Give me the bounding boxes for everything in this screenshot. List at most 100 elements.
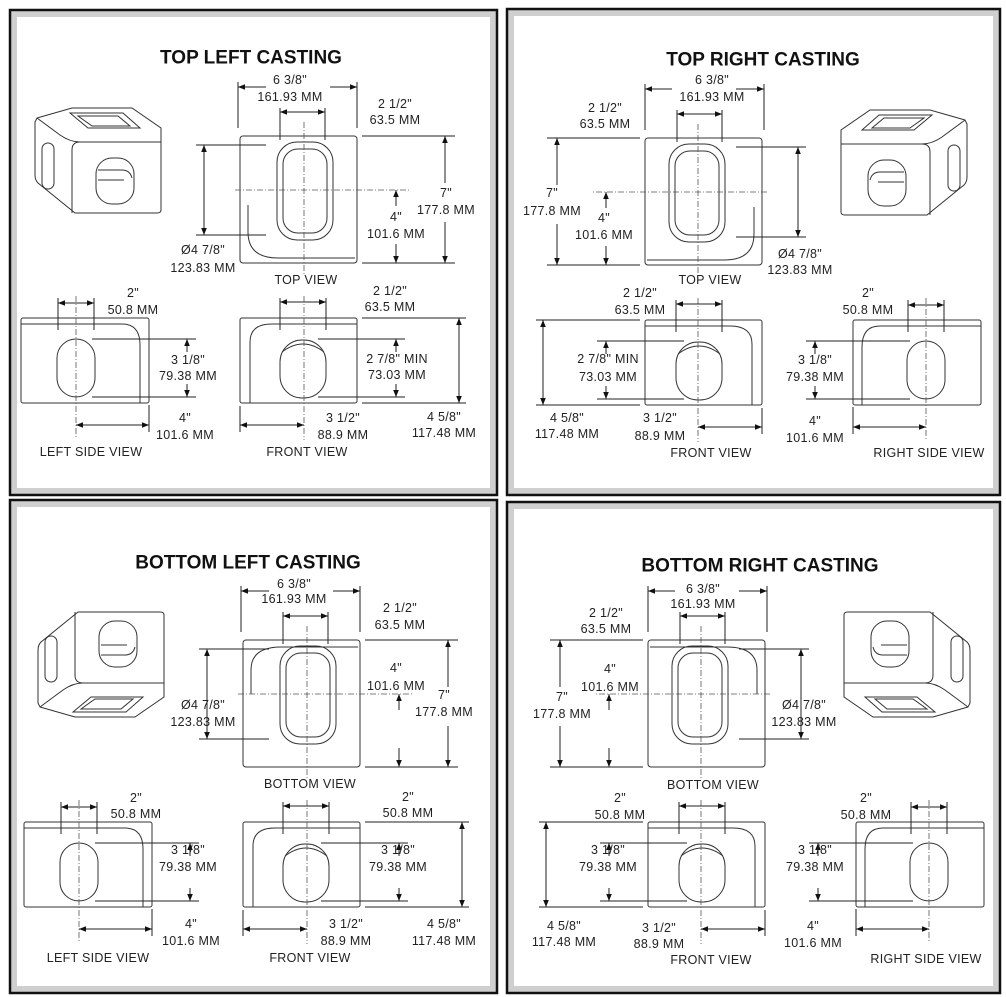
dimension-inch: 3 1/8" [171, 843, 205, 857]
casting-title: BOTTOM RIGHT CASTING [641, 556, 878, 577]
dimension-inch: Ø4 7/8" [782, 698, 826, 712]
main-view-fillet [650, 646, 758, 694]
dimension-inch: 3 1/2" [326, 411, 360, 425]
front-slot [282, 843, 330, 903]
dimension-mm: 63.5 MM [580, 117, 631, 131]
front-view-label: FRONT VIEW [269, 951, 350, 965]
main-view-fillet [647, 207, 755, 261]
casting-edges [36, 117, 161, 213]
dimension-mm: 79.38 MM [369, 860, 427, 874]
dimension-inch: 2" [130, 791, 142, 805]
front-aperture [870, 620, 910, 668]
dimension-mm: 161.93 MM [261, 592, 326, 606]
panel-frame [8, 498, 499, 995]
front-slot-lip [680, 847, 724, 857]
main-view-outline [644, 137, 763, 266]
dimension-inch: 2" [614, 791, 626, 805]
dimension-mm: 101.6 MM [581, 680, 639, 694]
dimension-mm: 50.8 MM [595, 808, 646, 822]
dimension-inch: 3 1/8" [798, 353, 832, 367]
dimension-inch: 4 5/8" [427, 917, 461, 931]
dimension-mm: 123.83 MM [170, 261, 235, 275]
dimension-mm: 177.8 MM [533, 707, 591, 721]
casting-title: BOTTOM LEFT CASTING [135, 553, 361, 574]
main-view-label: TOP VIEW [274, 273, 337, 287]
main-view-label: TOP VIEW [678, 273, 741, 287]
isometric-casting [843, 611, 971, 718]
front-view-outline [644, 319, 763, 406]
dimension-mm: 50.8 MM [108, 303, 159, 317]
dimension-mm: 79.38 MM [579, 860, 637, 874]
dimension-mm: 63.5 MM [365, 300, 416, 314]
front-view-fillet [252, 827, 360, 907]
dimension-inch: 3 1/2" [642, 921, 676, 935]
dimension-mm: 73.03 MM [579, 370, 637, 384]
dimension-inch: 4" [179, 411, 191, 425]
panel-frame [505, 500, 1002, 995]
dimension-mm: 79.38 MM [159, 860, 217, 874]
extension-lines [739, 648, 809, 740]
dimension-inch: 4" [185, 917, 197, 931]
top-aperture [863, 696, 937, 713]
panel-border [508, 10, 999, 494]
dimension-mm: 117.48 MM [532, 935, 596, 949]
front-view-fillet [645, 325, 753, 405]
dimension-mm: 101.6 MM [786, 431, 844, 445]
front-view-label: FRONT VIEW [670, 953, 751, 967]
casting-body [840, 109, 968, 216]
casting-views-0 [20, 82, 466, 440]
side-aperture [947, 144, 961, 192]
dimension-mm: 123.83 MM [767, 263, 832, 277]
front-slot [279, 339, 327, 399]
dimension-inch: 6 3/8" [273, 73, 307, 87]
casting-views-3 [539, 586, 985, 944]
casting-title: TOP RIGHT CASTING [666, 50, 860, 71]
dimension-mm: 63.5 MM [370, 113, 421, 127]
extension-lines [362, 135, 455, 264]
dimension-mm: 88.9 MM [318, 428, 369, 442]
twistlock-slot-inner [282, 148, 328, 234]
dimension-inch: 7" [546, 186, 558, 200]
dimension-inch: 7" [556, 690, 568, 704]
dimension-inch: 2" [860, 791, 872, 805]
side-view-fillet [24, 827, 144, 907]
extension-lines [809, 842, 913, 902]
dimension-mm: 63.5 MM [581, 622, 632, 636]
dimension-inch: 4" [390, 661, 402, 675]
dimension-inch: 3 1/8" [591, 843, 625, 857]
extension-lines [597, 340, 684, 400]
dimension-mm: 101.6 MM [156, 428, 214, 442]
dimension-mm: 117.48 MM [412, 426, 476, 440]
main-view-outline [242, 639, 361, 768]
extension-lines [95, 842, 199, 902]
side-view-fillet [864, 827, 984, 907]
side-view-outline [23, 821, 153, 908]
casting-body [34, 107, 162, 214]
dimension-mm: 101.6 MM [367, 227, 425, 241]
main-view-label: BOTTOM VIEW [667, 778, 759, 792]
dimension-inch: 3 1/8" [798, 843, 832, 857]
extension-lines [539, 821, 643, 908]
side-view-label: RIGHT SIDE VIEW [870, 952, 981, 966]
front-aperture [867, 159, 907, 207]
dimension-mm: 63.5 MM [375, 618, 426, 632]
dimension-mm: 161.93 MM [679, 90, 744, 104]
dimension-inch: 3 1/2" [643, 411, 677, 425]
twistlock-slot-inner [285, 652, 331, 738]
dimension-mm: 177.8 MM [417, 203, 475, 217]
front-aperture-detail [101, 644, 136, 656]
dimension-mm: 117.48 MM [412, 934, 476, 948]
dimension-inch: 3 1/2" [329, 917, 363, 931]
extension-lines [550, 639, 643, 768]
front-view-fillet [648, 827, 756, 907]
dimension-mm: 101.6 MM [162, 934, 220, 948]
extension-lines [547, 137, 640, 266]
dimension-inch: 2" [402, 790, 414, 804]
extension-lines [362, 317, 466, 404]
dimension-mm: 79.38 MM [786, 860, 844, 874]
front-slot-lip [281, 343, 325, 353]
dimension-inch: 2 1/2" [378, 97, 412, 111]
dimension-mm: 177.8 MM [415, 705, 473, 719]
dimension-inch: 7" [440, 186, 452, 200]
